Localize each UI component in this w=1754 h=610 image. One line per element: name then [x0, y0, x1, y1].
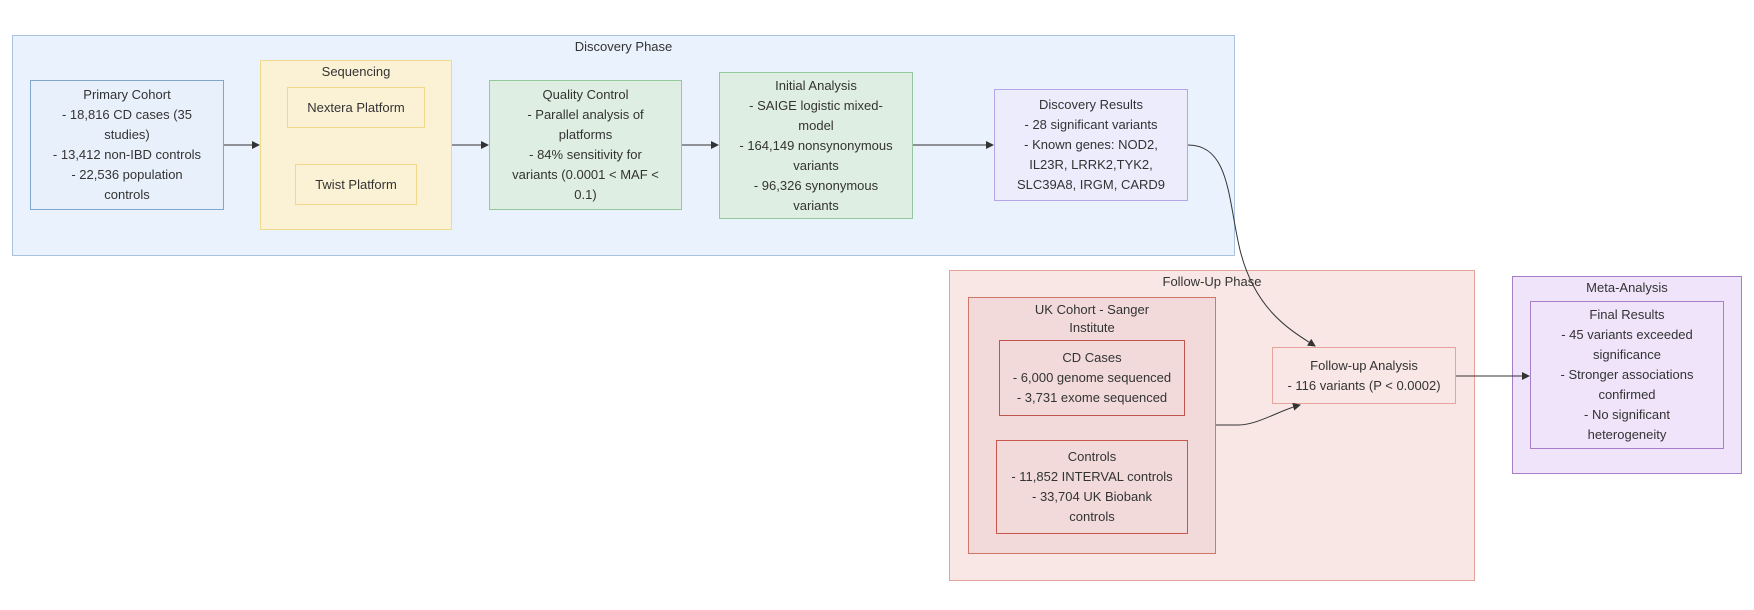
node-detail-line: variants (0.0001 < MAF <	[512, 167, 659, 182]
node-detail-line: - 6,000 genome sequenced	[1012, 370, 1172, 385]
twist-platform-node[interactable]: Twist Platform	[295, 164, 417, 205]
cd-cases-node[interactable]: CD Cases - 6,000 genome sequenced - 3,731 …	[999, 340, 1185, 416]
node-detail-line: - 18,816 CD cases (35	[61, 107, 193, 122]
node-detail-line: 0.1)	[574, 187, 597, 202]
uk-cohort-title-line: Institute	[1069, 320, 1115, 335]
node-detail-line: - 3,731 exome sequenced	[1016, 390, 1168, 405]
uk-cohort-title: UK Cohort - Sanger Institute	[969, 301, 1215, 337]
node-detail-line: heterogeneity	[1587, 427, 1667, 442]
node-detail-line: - No significant	[1584, 407, 1670, 422]
node-detail-line: - 84% sensitivity for	[529, 147, 642, 162]
node-detail-line: significance	[1593, 347, 1661, 362]
node-detail-line: - 13,412 non-IBD controls	[52, 147, 202, 162]
node-detail-line: - 22,536 population	[71, 167, 183, 182]
discovery-phase-title: Discovery Phase	[574, 39, 673, 54]
node-title: Primary Cohort	[83, 87, 171, 102]
node-title: Discovery Results	[1038, 97, 1144, 112]
nextera-label: Nextera Platform	[307, 99, 405, 115]
node-detail-line: IL23R, LRRK2,TYK2,	[1029, 157, 1153, 172]
node-detail-line: - 11,852 INTERVAL controls	[1011, 469, 1173, 484]
node-detail-line: confirmed	[1598, 387, 1656, 402]
meta-analysis-title: Meta-Analysis	[1586, 280, 1668, 295]
node-detail-line: - 164,149 nonsynonymous	[739, 137, 893, 153]
controls-node[interactable]: Controls - 11,852 INTERVAL controls - 33,7…	[996, 440, 1188, 534]
node-detail-line: SLC39A8, IRGM, CARD9	[1016, 177, 1166, 192]
node-title: Final Results	[1589, 307, 1665, 322]
nextera-platform-node[interactable]: Nextera Platform	[287, 87, 425, 128]
node-detail-line: variants	[793, 197, 839, 213]
node-detail-line: controls	[104, 187, 150, 202]
node-detail-line: - 96,326 synonymous	[753, 177, 879, 193]
initial-analysis-node[interactable]: Initial Analysis - SAIGE logistic mixed-m…	[719, 72, 913, 219]
node-detail-line: studies)	[104, 127, 150, 142]
node-detail-line: - 33,704 UK Biobank	[1032, 489, 1152, 504]
discovery-results-node[interactable]: Discovery Results - 28 significant varian…	[994, 89, 1188, 201]
node-detail-line: - 116 variants (P < 0.0002)	[1287, 377, 1441, 393]
node-detail-line: platforms	[558, 127, 613, 142]
final-results-node[interactable]: Final Results - 45 variants exceeded signi…	[1530, 301, 1724, 449]
node-title: Follow-up Analysis	[1310, 357, 1418, 373]
node-detail-line: - Known genes: NOD2,	[1024, 137, 1158, 152]
node-title: CD Cases	[1062, 350, 1122, 365]
node-detail-line: variants	[793, 157, 839, 173]
edge-results-to-followup	[1187, 144, 1316, 347]
follow-up-phase-title: Follow-Up Phase	[1162, 274, 1262, 289]
node-detail-line: controls	[1069, 509, 1115, 524]
node-detail-line: - 45 variants exceeded	[1561, 327, 1693, 342]
node-title: Quality Control	[542, 87, 629, 102]
node-detail-line: - SAIGE logistic mixed-	[749, 97, 883, 113]
edge-uk-to-followup	[1216, 402, 1301, 426]
sequencing-title: Sequencing	[321, 64, 391, 79]
node-title: Controls	[1067, 449, 1117, 464]
node-detail-line: - 28 significant variants	[1024, 117, 1158, 132]
node-detail-line: - Stronger associations	[1560, 367, 1694, 382]
node-detail-line: - Parallel analysis of	[527, 107, 644, 122]
node-detail-line: model	[798, 117, 834, 133]
node-title: Initial Analysis	[775, 77, 857, 93]
uk-cohort-title-line: UK Cohort - Sanger	[1034, 302, 1150, 317]
primary-cohort-node[interactable]: Primary Cohort - 18,816 CD cases (35 studi…	[30, 80, 224, 210]
quality-control-node[interactable]: Quality Control - Parallel analysis of pla…	[489, 80, 682, 210]
follow-up-analysis-node[interactable]: Follow-up Analysis - 116 variants (P < 0.…	[1272, 347, 1456, 404]
twist-label: Twist Platform	[315, 176, 397, 192]
